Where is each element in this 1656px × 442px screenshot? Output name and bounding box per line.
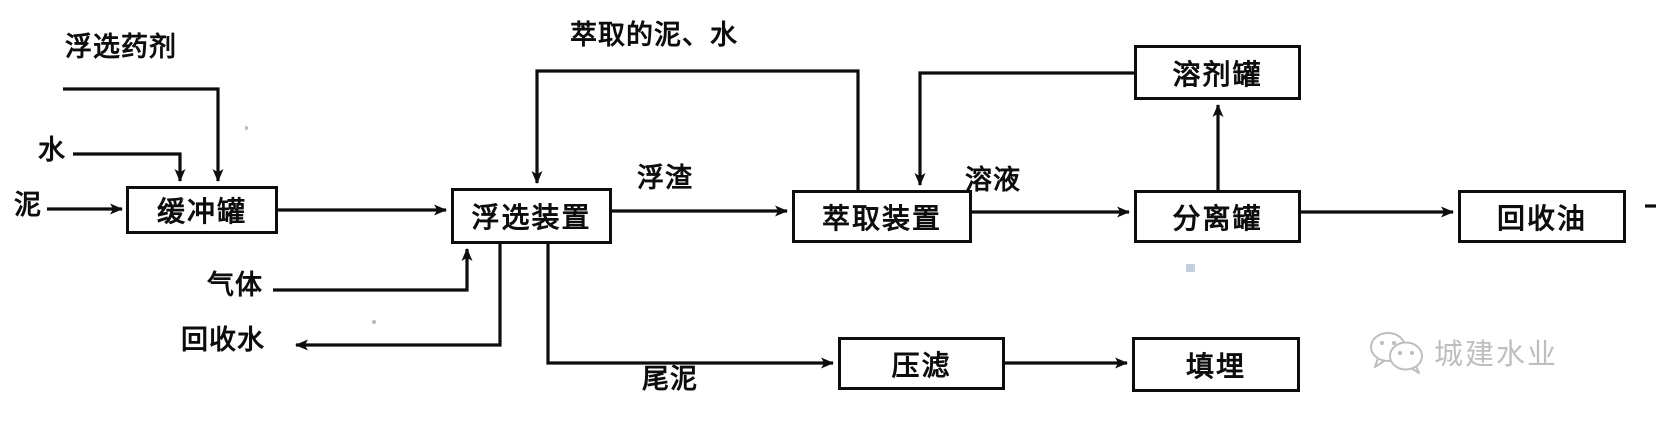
node-buffer-tank[interactable]: 缓冲罐 — [126, 186, 278, 234]
scan-speck — [372, 320, 376, 324]
node-recovered-oil[interactable]: 回收油 — [1458, 190, 1626, 243]
label-gas: 气体 — [207, 270, 263, 301]
edge-extraction-to-flotation — [531, 69, 860, 190]
edge-water-to-buffer — [73, 152, 186, 182]
edge-flotation-to-filter-press — [546, 244, 834, 369]
node-landfill[interactable]: 填埋 — [1132, 337, 1300, 392]
label-tail-sludge: 尾泥 — [642, 364, 698, 395]
label-extracted-mud-water: 萃取的泥、水 — [570, 20, 738, 51]
edge-reagent-to-buffer — [63, 87, 224, 182]
scan-speck — [245, 126, 248, 130]
node-flotation-device[interactable]: 浮选装置 — [451, 188, 612, 244]
label-flotation-reagent: 浮选药剂 — [65, 32, 177, 63]
node-solvent-tank[interactable]: 溶剂罐 — [1134, 45, 1301, 100]
label-sludge: 泥 — [14, 190, 42, 221]
label-froth: 浮渣 — [637, 163, 693, 194]
edge-flotation-to-recycled-water — [295, 244, 502, 351]
edge-gas-to-flotation — [273, 248, 473, 292]
node-separation-tank[interactable]: 分离罐 — [1134, 190, 1301, 243]
label-solution: 溶液 — [965, 165, 1021, 196]
wechat-icon — [1370, 332, 1423, 374]
scan-speck — [1186, 264, 1195, 272]
watermark-text: 城建水业 — [1434, 337, 1559, 371]
node-extraction-device[interactable]: 萃取装置 — [792, 190, 972, 243]
node-filter-press[interactable]: 压滤 — [838, 337, 1005, 390]
watermark: 城建水业 — [1368, 330, 1558, 374]
label-water: 水 — [38, 135, 66, 166]
label-recycled-water: 回收水 — [181, 325, 265, 356]
edge-solvent-to-extraction — [914, 71, 1134, 186]
